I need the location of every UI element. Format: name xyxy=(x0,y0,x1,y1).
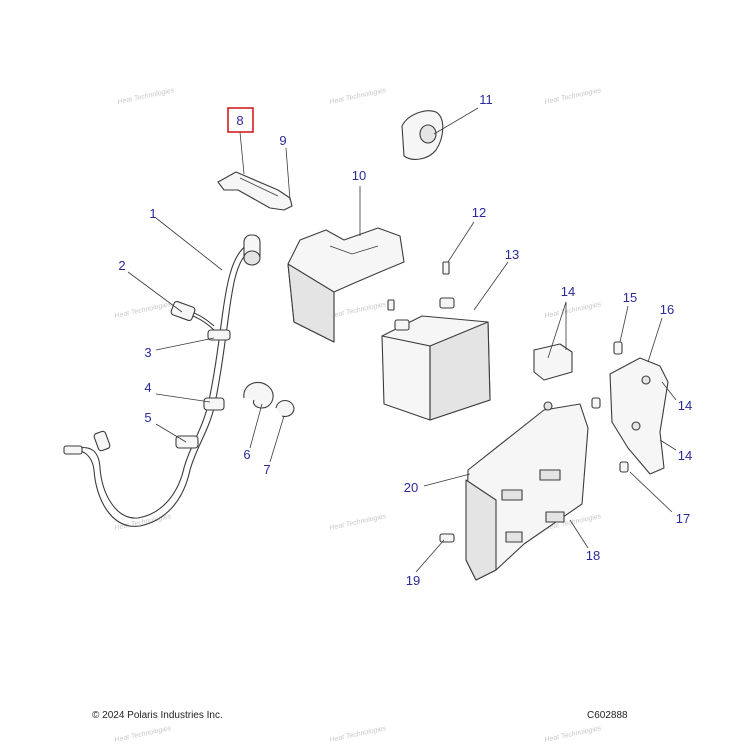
callout-16[interactable]: 16 xyxy=(660,302,674,317)
leader-16 xyxy=(647,317,663,363)
callout-6[interactable]: 6 xyxy=(243,447,250,462)
leader-20 xyxy=(423,473,471,487)
leader-lines xyxy=(127,107,677,573)
callout-2[interactable]: 2 xyxy=(118,258,125,273)
callout-18[interactable]: 18 xyxy=(586,548,600,563)
terminal-cover[interactable] xyxy=(401,110,444,160)
leader-2 xyxy=(127,271,183,313)
leader-17 xyxy=(629,471,673,513)
battery[interactable] xyxy=(381,297,491,421)
watermark: Heat Technologies xyxy=(329,513,387,532)
callout-13[interactable]: 13 xyxy=(505,247,519,262)
watermark: Heat Technologies xyxy=(329,87,387,106)
callout-4[interactable]: 4 xyxy=(144,380,151,395)
callout-7[interactable]: 7 xyxy=(263,462,270,477)
leader-14a xyxy=(547,301,567,359)
leader-6 xyxy=(249,403,263,449)
battery-heat-shield[interactable] xyxy=(287,227,405,343)
callout-14-top[interactable]: 14 xyxy=(561,284,575,299)
leader-1 xyxy=(155,217,223,271)
leader-18 xyxy=(569,519,589,549)
watermark: Heat Technologies xyxy=(117,87,175,106)
callout-20[interactable]: 20 xyxy=(404,480,418,495)
cable-clamp-6[interactable] xyxy=(243,381,274,409)
watermark: Heat Technologies xyxy=(114,725,172,744)
leader-11 xyxy=(433,107,479,135)
callouts: 1 2 3 4 5 6 7 8 9 10 11 12 13 14 14 14 1… xyxy=(118,92,692,588)
copyright-notice: © 2024 Polaris Industries Inc. xyxy=(92,710,223,721)
callout-15[interactable]: 15 xyxy=(623,290,637,305)
mounting-plate[interactable] xyxy=(609,357,669,475)
callout-11[interactable]: 11 xyxy=(479,92,493,107)
callout-5[interactable]: 5 xyxy=(144,410,151,425)
callout-17[interactable]: 17 xyxy=(676,511,690,526)
cable-clamp-7[interactable] xyxy=(275,399,295,418)
leader-7 xyxy=(269,415,285,463)
leader-12 xyxy=(447,221,475,263)
callout-3[interactable]: 3 xyxy=(144,345,151,360)
terminal-bolt[interactable] xyxy=(442,261,450,275)
callout-1[interactable]: 1 xyxy=(149,206,156,221)
watermark: Heat Technologies xyxy=(329,301,387,320)
watermark: Heat Technologies xyxy=(544,87,602,106)
leader-19 xyxy=(415,539,445,573)
leader-4 xyxy=(155,393,211,403)
watermark: Heat Technologies xyxy=(329,725,387,744)
callout-12[interactable]: 12 xyxy=(472,205,486,220)
leader-14c xyxy=(659,439,677,451)
watermark-group: Heat Technologies Heat Technologies Heat… xyxy=(114,87,602,744)
callout-8[interactable]: 8 xyxy=(236,113,243,128)
leader-14b xyxy=(661,381,677,401)
leader-15 xyxy=(619,305,629,343)
callout-19[interactable]: 19 xyxy=(406,573,420,588)
leader-8 xyxy=(239,131,245,175)
battery-tray[interactable] xyxy=(465,401,589,581)
watermark: Heat Technologies xyxy=(544,725,602,744)
leader-9 xyxy=(285,147,291,201)
leader-5 xyxy=(155,423,187,443)
callout-14-right-upper[interactable]: 14 xyxy=(678,398,692,413)
leader-3 xyxy=(155,337,215,351)
callout-8-highlight-box xyxy=(227,107,254,133)
battery-strap[interactable] xyxy=(217,171,293,211)
leader-13 xyxy=(473,261,509,311)
callout-9[interactable]: 9 xyxy=(279,133,286,148)
bolt-19[interactable] xyxy=(439,533,455,543)
screw-15[interactable] xyxy=(613,341,623,355)
bolt-17[interactable] xyxy=(591,397,629,473)
battery-cable-harness[interactable] xyxy=(63,234,261,527)
callout-14-right-lower[interactable]: 14 xyxy=(678,448,692,463)
callout-10[interactable]: 10 xyxy=(352,168,366,183)
bracket-14-top[interactable] xyxy=(533,343,573,381)
watermark: Heat Technologies xyxy=(114,301,172,320)
figure-id: C602888 xyxy=(587,710,628,721)
watermark: Heat Technologies xyxy=(544,301,602,320)
